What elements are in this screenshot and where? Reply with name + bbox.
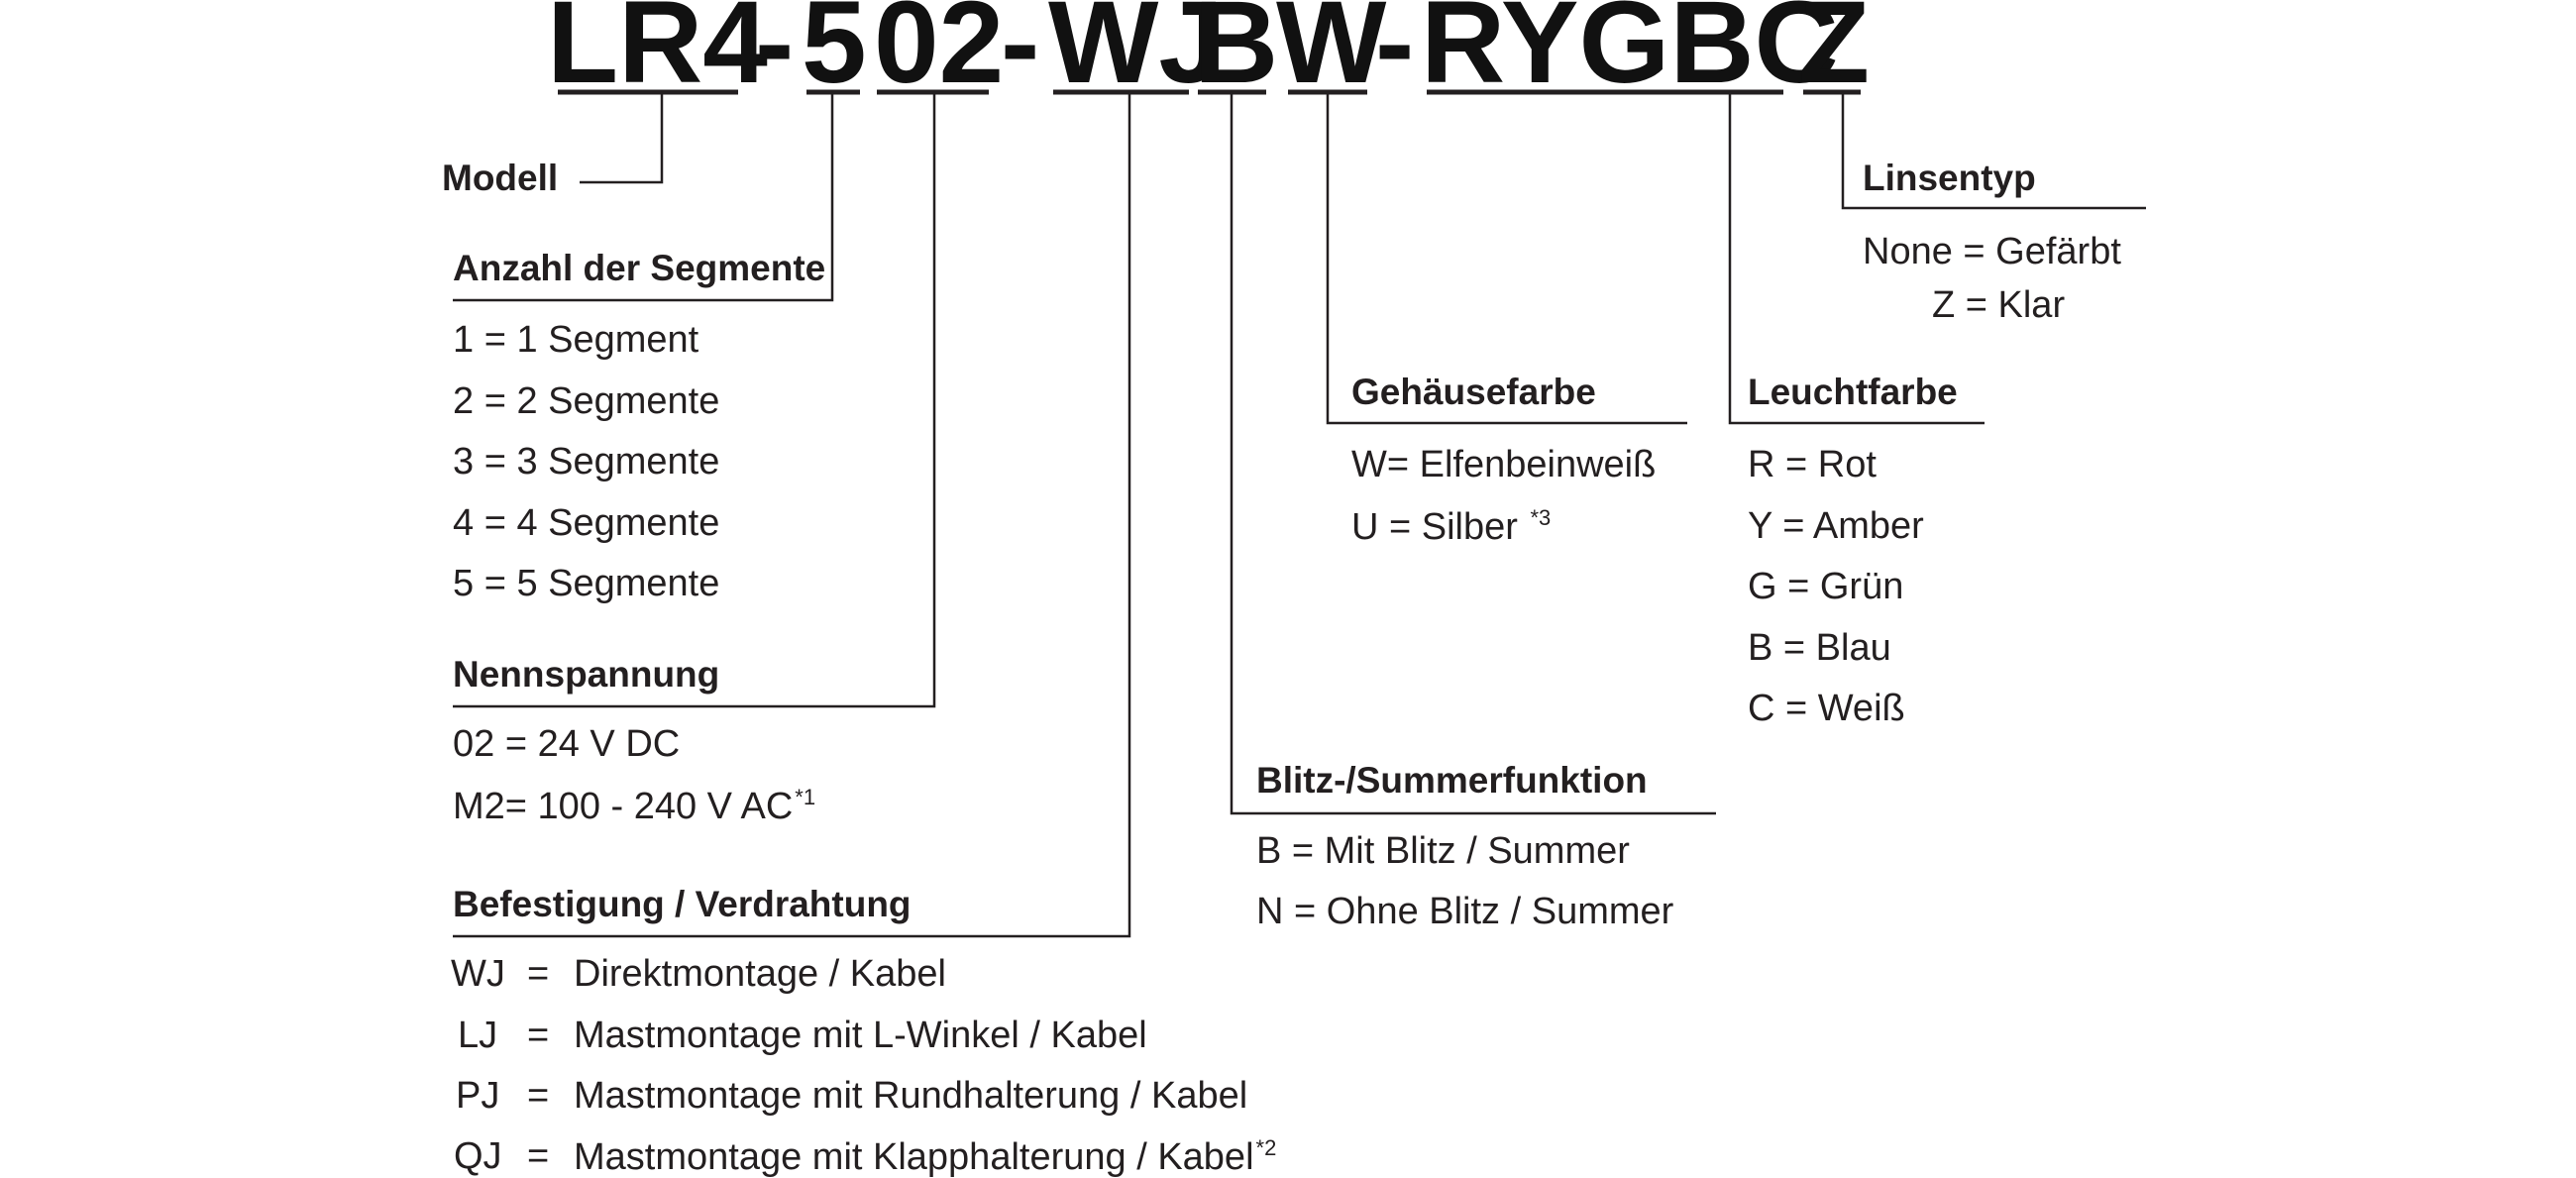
- code-segment-segments: 5: [802, 0, 867, 108]
- segmente-option: 5 = 5 Segmente: [453, 563, 720, 604]
- leader-gehaeuse: [1326, 94, 1687, 425]
- befestigung-equals: =: [527, 953, 550, 995]
- code-separator: -: [755, 0, 795, 108]
- modell-label: Modell: [442, 158, 559, 198]
- linsentyp-option: None = Gefärbt: [1863, 231, 2121, 272]
- befestigung-code: PJ: [456, 1075, 500, 1117]
- befestigung-text: Mastmontage mit Klapphalterung / Kabel*2: [574, 1135, 1277, 1178]
- segmente-option: 2 = 2 Segmente: [453, 380, 720, 422]
- befestigung-text-value: Mastmontage mit Klapphalterung / Kabel: [574, 1136, 1254, 1178]
- code-segment-mounting: WJ: [1048, 0, 1224, 108]
- code-segment-housing: W: [1276, 0, 1387, 108]
- leader-blitz: [1230, 94, 1716, 815]
- spannung-code: 02: [453, 723, 495, 765]
- code-segment-flash: B: [1194, 0, 1279, 108]
- leader-spannung: [453, 94, 936, 708]
- code-separator: -: [1001, 0, 1040, 108]
- segmente-option: 1 = 1 Segment: [453, 319, 699, 361]
- linsentyp-option: Z = Klar: [1932, 284, 2066, 326]
- spannung-title: Nennspannung: [453, 654, 720, 695]
- spannung-option: M2= 100 - 240 V AC*1: [453, 785, 816, 827]
- befestigung-text: Direktmontage / Kabel: [574, 953, 946, 995]
- leuchtfarbe-option: R = Rot: [1748, 444, 1877, 485]
- gehaeuse-option: U = Silber *3: [1351, 505, 1552, 548]
- blitz-option: B = Mit Blitz / Summer: [1256, 830, 1630, 872]
- segmente-option: 3 = 3 Segmente: [453, 441, 720, 482]
- blitz-title: Blitz-/Summerfunktion: [1256, 760, 1648, 801]
- leader-linsentyp: [1841, 94, 2146, 210]
- code-segment-light-color: RYGBC: [1421, 0, 1839, 108]
- blitz-option: N = Ohne Blitz / Summer: [1256, 891, 1674, 932]
- leader-segmente: [453, 94, 834, 302]
- leuchtfarbe-title: Leuchtfarbe: [1748, 372, 1958, 412]
- spannung-code: M2: [453, 786, 505, 827]
- footnote-marker: *1: [795, 785, 816, 809]
- gehaeuse-title: Gehäusefarbe: [1351, 372, 1596, 412]
- code-segment-lens: Z: [1798, 0, 1871, 108]
- code-separator: -: [1375, 0, 1415, 108]
- leuchtfarbe-option: Y = Amber: [1748, 505, 1924, 547]
- spannung-value: = 100 - 240 V AC: [504, 786, 794, 827]
- befestigung-code: WJ: [451, 953, 505, 995]
- code-segment-voltage: 02: [874, 0, 1005, 108]
- spannung-value: = 24 V DC: [504, 723, 681, 765]
- segmente-option: 4 = 4 Segmente: [453, 502, 720, 544]
- gehaeuse-option-text: U = Silber: [1351, 506, 1518, 548]
- befestigung-text: Mastmontage mit Rundhalterung / Kabel: [574, 1075, 1248, 1117]
- footnote-marker: *2: [1255, 1135, 1277, 1160]
- leader-leuchtfarbe: [1728, 94, 1985, 425]
- gehaeuse-option: W= Elfenbeinweiß: [1351, 444, 1657, 485]
- linsentyp-title: Linsentyp: [1863, 158, 2036, 198]
- befestigung-equals: =: [527, 1135, 550, 1177]
- leader-modell: [580, 94, 664, 184]
- leuchtfarbe-option: C = Weiß: [1748, 688, 1905, 729]
- spannung-option: 02 = 24 V DC: [453, 725, 680, 763]
- befestigung-code: QJ: [454, 1135, 502, 1177]
- code-segment-model: LR4: [547, 0, 768, 108]
- befestigung-equals: =: [527, 1075, 550, 1117]
- leuchtfarbe-option: B = Blau: [1748, 627, 1891, 669]
- befestigung-code: LJ: [458, 1015, 498, 1056]
- befestigung-title: Befestigung / Verdrahtung: [453, 884, 912, 924]
- befestigung-equals: =: [527, 1015, 550, 1056]
- segmente-title: Anzahl der Segmente: [453, 248, 826, 288]
- befestigung-text: Mastmontage mit L-Winkel / Kabel: [574, 1015, 1147, 1056]
- leuchtfarbe-option: G = Grün: [1748, 566, 1904, 607]
- leader-befestigung: [453, 94, 1131, 938]
- footnote-marker: *3: [1530, 505, 1552, 530]
